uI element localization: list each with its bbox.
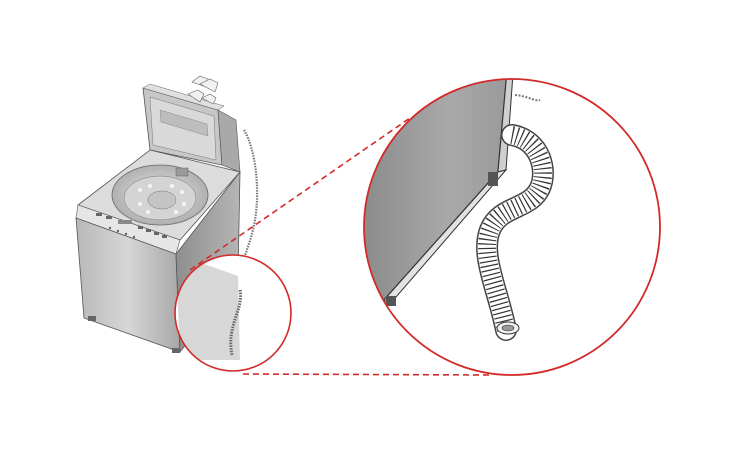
wash-tub-icon [111,164,209,226]
control-panel-buttons [96,213,167,239]
drain-hose-magnified [476,124,554,341]
magnify-circle-icon [363,78,661,376]
detergent-dispenser-icon [187,75,219,105]
callout-connector-lines [189,117,493,376]
machine-lid [142,83,225,166]
small-callout-circle [174,254,292,372]
